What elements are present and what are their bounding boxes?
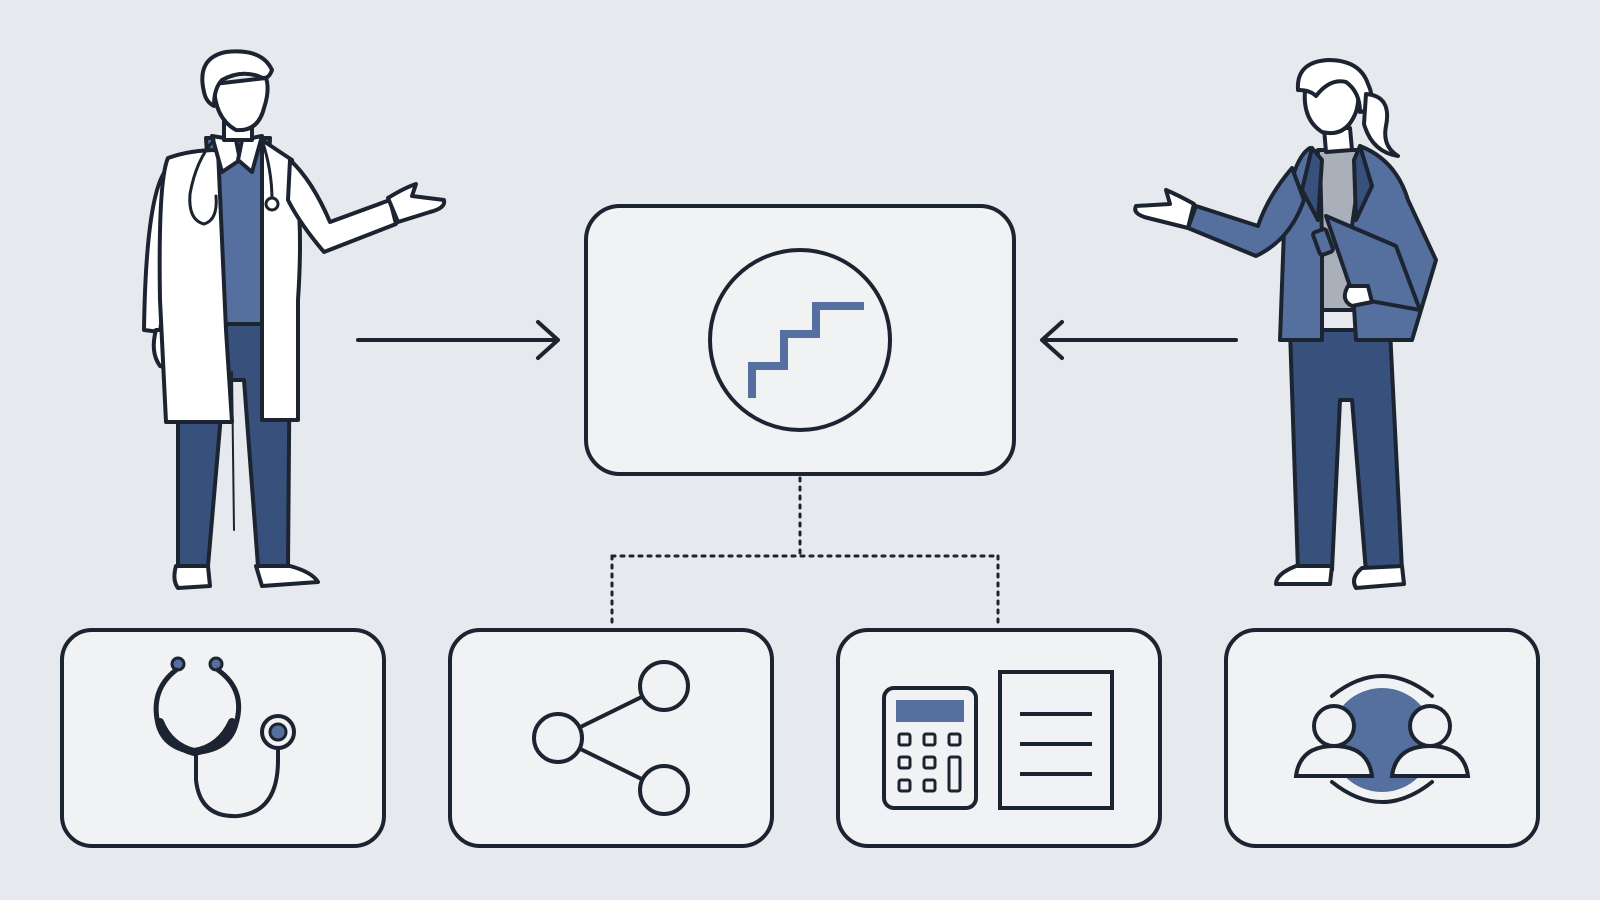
stethoscope-box [60, 628, 386, 848]
doctor-figure [142, 49, 447, 590]
arrow-left-connector [1040, 320, 1238, 360]
ascending-steps-icon [708, 248, 892, 432]
dotted-tree-connector [610, 476, 1000, 626]
businesswoman-figure [1133, 58, 1438, 590]
share-network-box [448, 628, 774, 848]
two-people-exchange-icon [1293, 674, 1471, 804]
calculator-document-box [836, 628, 1162, 848]
stethoscope-icon [153, 656, 296, 819]
document-icon [998, 670, 1114, 810]
people-exchange-box [1224, 628, 1540, 848]
calculator-icon [882, 686, 978, 810]
share-network-icon [532, 660, 690, 816]
arrow-right-connector [356, 320, 560, 360]
center-box [584, 204, 1016, 476]
